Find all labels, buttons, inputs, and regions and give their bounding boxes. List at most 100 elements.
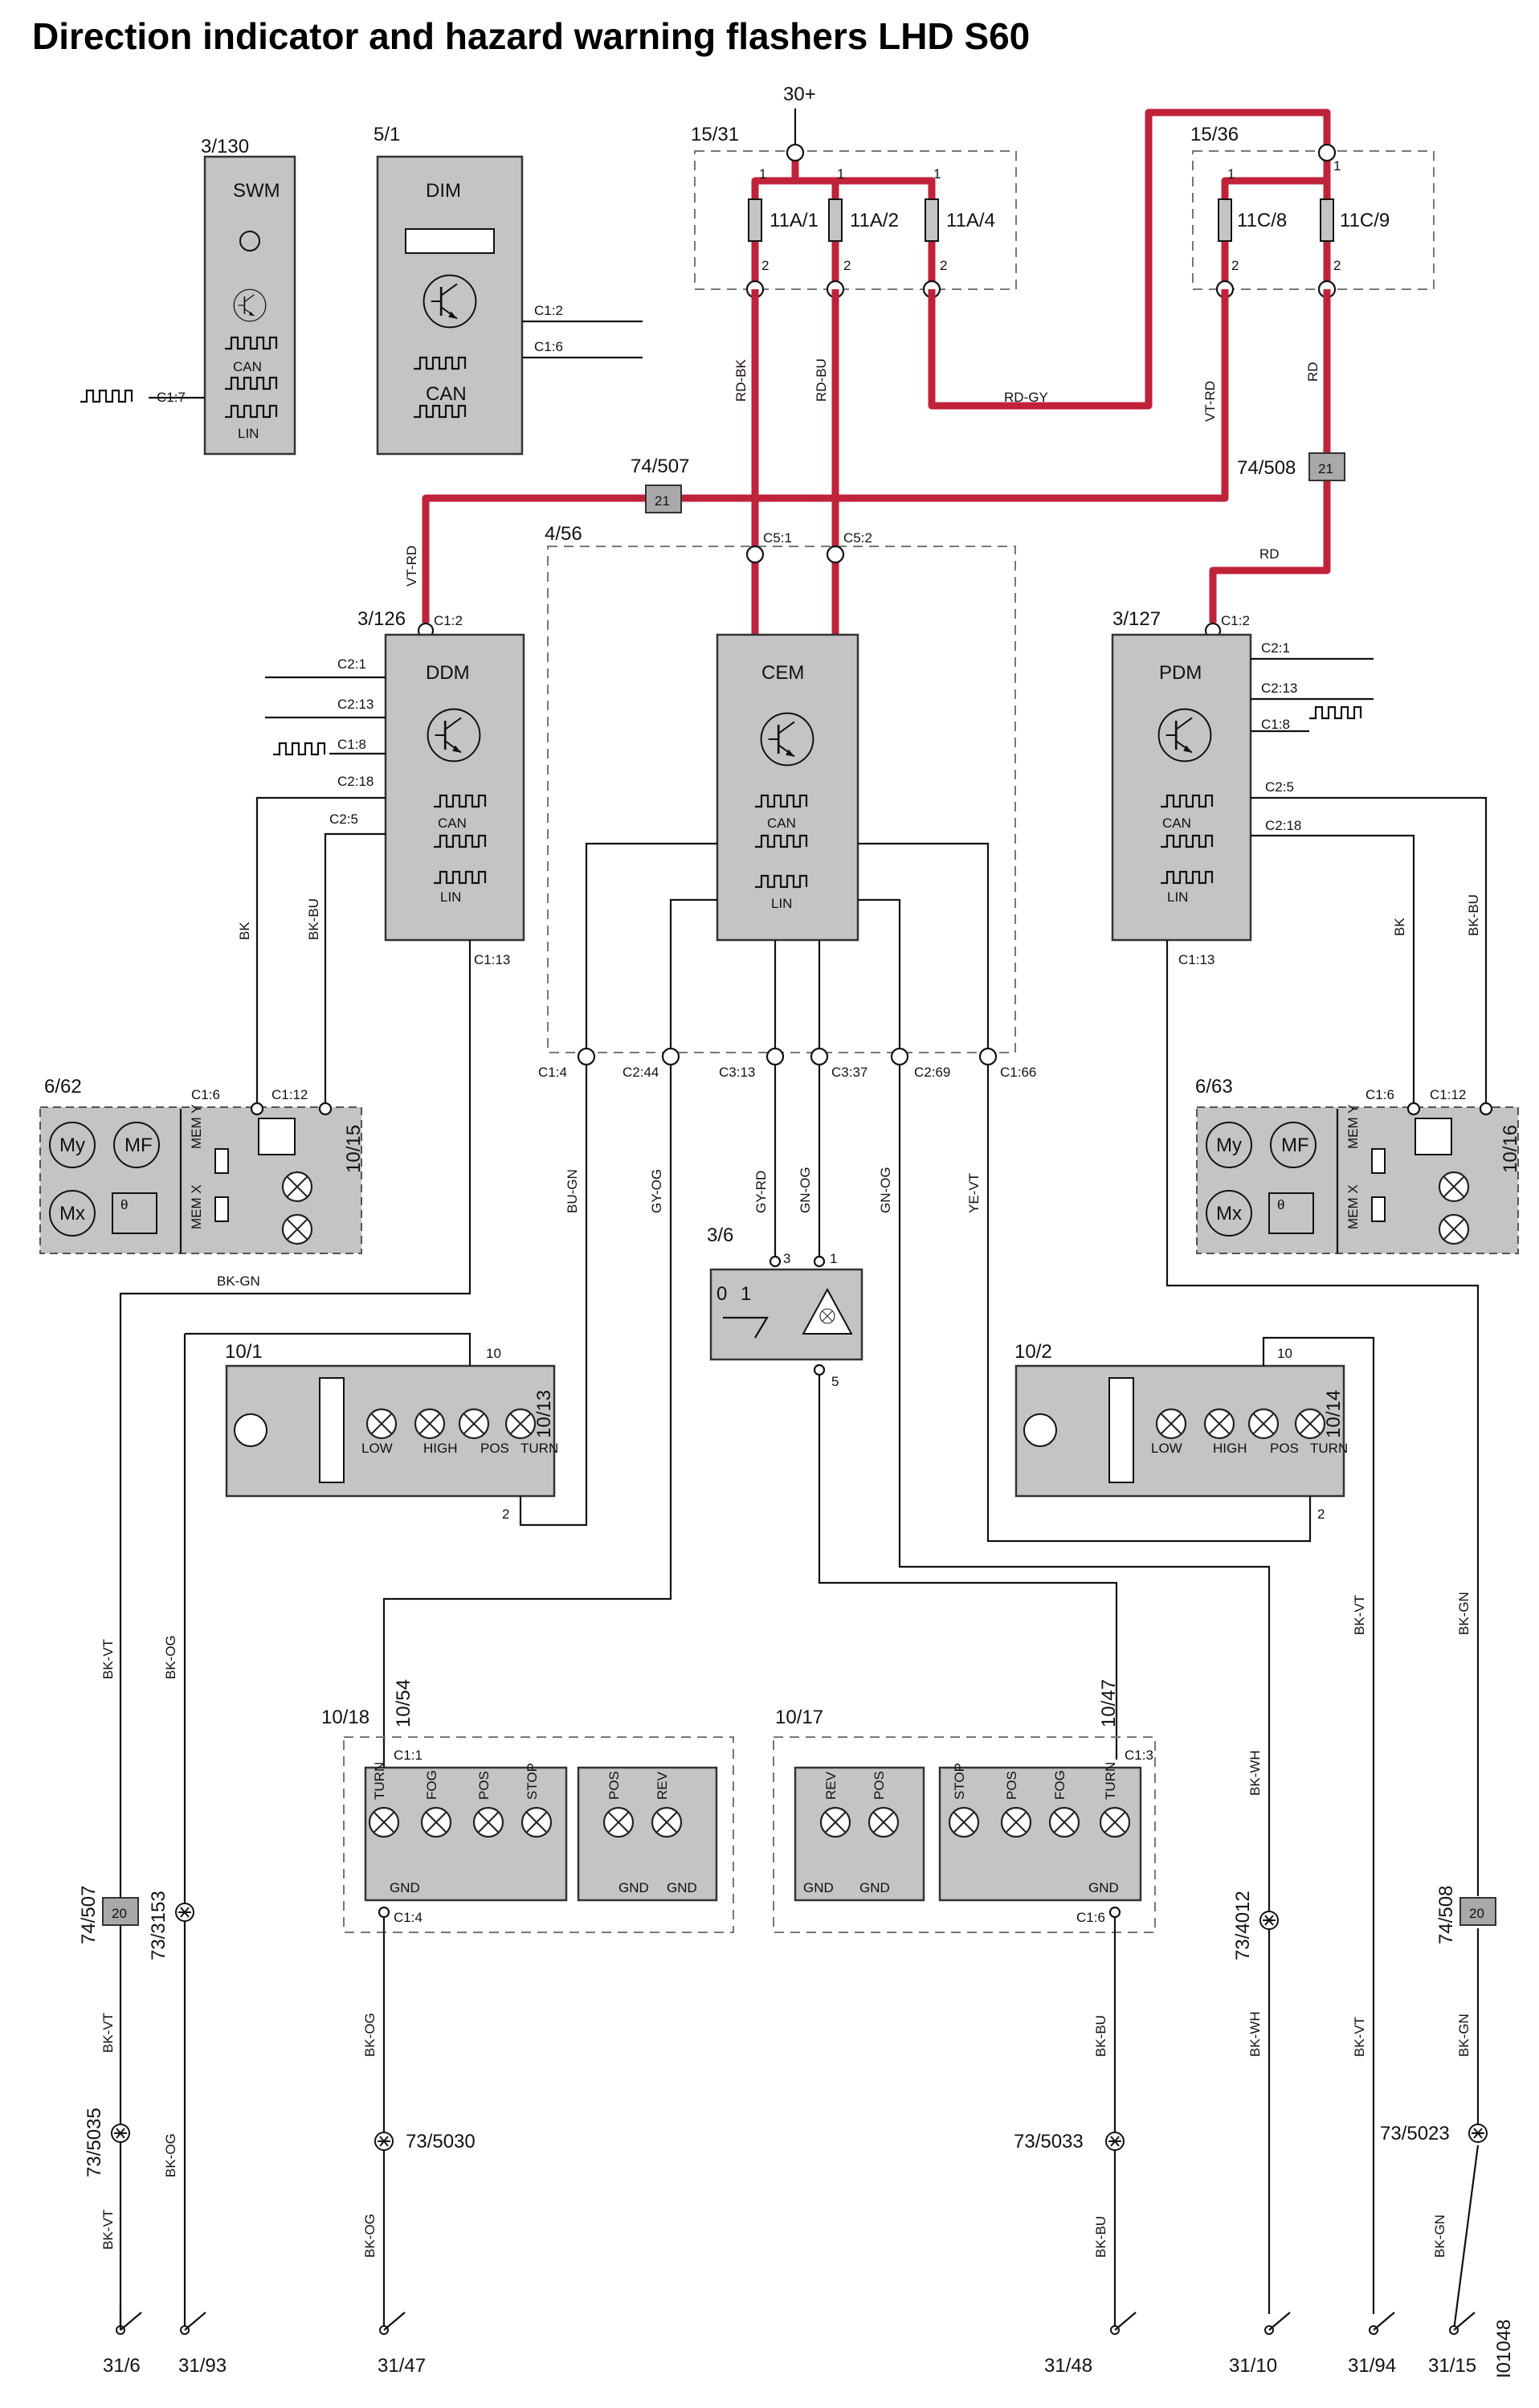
svg-text:STOP: STOP bbox=[525, 1763, 540, 1800]
svg-text:GND: GND bbox=[803, 1880, 834, 1895]
svg-text:BK-OG: BK-OG bbox=[163, 1635, 178, 1679]
svg-text:BK-VT: BK-VT bbox=[1352, 1595, 1367, 1635]
fuse-11a-4: 11A/4 1 2 bbox=[922, 166, 995, 299]
svg-text:2: 2 bbox=[1231, 258, 1239, 273]
svg-text:BK-VT: BK-VT bbox=[1352, 2017, 1367, 2057]
svg-text:C1:8: C1:8 bbox=[1261, 717, 1290, 732]
fuse-box-15-36: 15/36 11C/8 1 2 11C/9 1 2 bbox=[928, 108, 1435, 410]
svg-text:10/14: 10/14 bbox=[1323, 1390, 1345, 1438]
svg-text:YE-VT: YE-VT bbox=[966, 1173, 982, 1213]
svg-text:10/47: 10/47 bbox=[1098, 1679, 1120, 1727]
svg-text:GND: GND bbox=[667, 1880, 697, 1895]
svg-text:REV: REV bbox=[823, 1771, 839, 1800]
svg-text:3: 3 bbox=[783, 1251, 790, 1266]
svg-text:BK-GN: BK-GN bbox=[1432, 2214, 1447, 2258]
svg-text:RD-GY: RD-GY bbox=[1004, 390, 1048, 405]
ground-label: 31/47 bbox=[378, 2355, 426, 2377]
svg-text:BK-VT: BK-VT bbox=[100, 2210, 116, 2250]
dim-module: 5/1 DIM CAN C1:2 C1:6 bbox=[374, 124, 643, 456]
svg-text:LIN: LIN bbox=[771, 896, 792, 911]
svg-text:C3:37: C3:37 bbox=[831, 1065, 867, 1080]
headlamp-10-2: 10/2 LOW HIGH POS TURN 10/14 10 2 bbox=[1014, 1341, 1348, 1522]
svg-text:1: 1 bbox=[759, 166, 766, 182]
svg-text:CAN: CAN bbox=[1162, 816, 1191, 831]
fuse-box-label: 15/31 bbox=[691, 124, 739, 145]
svg-text:C2:18: C2:18 bbox=[337, 774, 374, 789]
splice-74-507-bottom bbox=[102, 1897, 139, 1926]
svg-text:BK-OG: BK-OG bbox=[362, 2214, 378, 2258]
ground-label: 31/10 bbox=[1229, 2355, 1277, 2377]
svg-text:BK-BU: BK-BU bbox=[306, 898, 321, 940]
svg-text:C1:66: C1:66 bbox=[1000, 1065, 1036, 1080]
svg-text:Mx: Mx bbox=[1216, 1203, 1242, 1224]
fuse-11c-9: 11C/9 1 2 bbox=[1317, 158, 1390, 299]
svg-text:BK-WH: BK-WH bbox=[1247, 1750, 1263, 1796]
svg-text:BK-BU: BK-BU bbox=[1093, 2015, 1108, 2057]
fuse-box-label: 15/36 bbox=[1190, 124, 1239, 145]
svg-text:11A/1: 11A/1 bbox=[770, 210, 818, 231]
svg-text:10/18: 10/18 bbox=[321, 1707, 369, 1728]
svg-text:RD-BU: RD-BU bbox=[814, 358, 829, 402]
mirror-6-62: 6/62 My MF Mx θ MEM Y MEM X 10/15 C1:6 C… bbox=[39, 1076, 365, 1254]
svg-text:20: 20 bbox=[1469, 1906, 1484, 1921]
svg-text:6/63: 6/63 bbox=[1195, 1076, 1233, 1098]
rear-lamp-10-18: 10/18 10/54 TURN FOG POS STOP POS REV C1… bbox=[321, 1679, 734, 1933]
svg-text:C1:8: C1:8 bbox=[337, 737, 366, 752]
ground-point-73-4012 bbox=[1259, 1911, 1279, 1930]
svg-text:RD-BK: RD-BK bbox=[733, 358, 749, 402]
svg-text:STOP: STOP bbox=[952, 1763, 967, 1800]
svg-text:2: 2 bbox=[940, 258, 947, 273]
splice-74-507-top bbox=[645, 484, 682, 513]
svg-text:73/5035: 73/5035 bbox=[84, 2108, 105, 2177]
svg-text:C1:6: C1:6 bbox=[1366, 1087, 1394, 1102]
svg-text:73/3153: 73/3153 bbox=[148, 1891, 169, 1960]
svg-text:C2:18: C2:18 bbox=[1265, 818, 1301, 833]
svg-text:GY-OG: GY-OG bbox=[649, 1169, 664, 1213]
svg-text:C1:2: C1:2 bbox=[1221, 613, 1250, 628]
svg-text:C1:4: C1:4 bbox=[538, 1065, 567, 1080]
svg-text:LIN: LIN bbox=[1167, 889, 1188, 905]
svg-text:74/507: 74/507 bbox=[78, 1886, 100, 1944]
svg-text:GY-RD: GY-RD bbox=[753, 1171, 769, 1213]
supply-label: 30+ bbox=[783, 84, 816, 105]
svg-text:10/16: 10/16 bbox=[1500, 1125, 1521, 1173]
svg-text:MF: MF bbox=[1281, 1134, 1309, 1156]
svg-text:C2:13: C2:13 bbox=[337, 697, 374, 712]
svg-text:2: 2 bbox=[761, 258, 769, 273]
cem-module: 4/56 C5:1 C5:2 CEM CAN LIN bbox=[545, 523, 1016, 1053]
ddm-module: 3/126 C1:2 DDM CAN LIN C2:1 C2:13 C1:8 C… bbox=[329, 608, 525, 967]
svg-text:C1:13: C1:13 bbox=[474, 952, 510, 967]
svg-text:LOW: LOW bbox=[1151, 1441, 1182, 1456]
svg-text:BU-GN: BU-GN bbox=[565, 1169, 580, 1213]
svg-text:CAN: CAN bbox=[426, 383, 467, 405]
svg-text:TURN: TURN bbox=[1103, 1762, 1118, 1800]
svg-text:GND: GND bbox=[390, 1880, 420, 1895]
svg-text:HIGH: HIGH bbox=[1213, 1441, 1247, 1456]
svg-text:C3:13: C3:13 bbox=[719, 1065, 755, 1080]
svg-text:11A/2: 11A/2 bbox=[850, 210, 899, 231]
svg-text:MEM X: MEM X bbox=[1345, 1184, 1361, 1229]
svg-text:BK-VT: BK-VT bbox=[100, 2013, 116, 2053]
splice-74-508-bottom bbox=[1459, 1897, 1496, 1926]
svg-text:C1:2: C1:2 bbox=[534, 303, 563, 318]
svg-text:HIGH: HIGH bbox=[423, 1441, 458, 1456]
svg-text:0: 0 bbox=[716, 1283, 727, 1305]
svg-text:C1:12: C1:12 bbox=[1430, 1087, 1466, 1102]
figure-id: I01048 bbox=[1493, 2320, 1515, 2378]
svg-text:REV: REV bbox=[655, 1771, 670, 1800]
module-id: 3/127 bbox=[1112, 608, 1161, 630]
module-name: PDM bbox=[1159, 662, 1202, 684]
svg-text:BK: BK bbox=[237, 922, 252, 940]
svg-text:GN-OG: GN-OG bbox=[798, 1167, 813, 1213]
svg-text:20: 20 bbox=[112, 1906, 127, 1921]
svg-text:My: My bbox=[59, 1134, 85, 1156]
svg-text:10/54: 10/54 bbox=[393, 1679, 414, 1727]
svg-text:BK-WH: BK-WH bbox=[1247, 2011, 1263, 2057]
svg-text:10/13: 10/13 bbox=[533, 1390, 555, 1438]
ground-label: 31/15 bbox=[1428, 2355, 1476, 2377]
svg-text:10/1: 10/1 bbox=[225, 1341, 263, 1363]
svg-text:BK: BK bbox=[1392, 918, 1407, 936]
svg-text:BK-OG: BK-OG bbox=[362, 2013, 378, 2057]
module-name: SWM bbox=[233, 180, 280, 202]
svg-text:C2:44: C2:44 bbox=[623, 1065, 659, 1080]
